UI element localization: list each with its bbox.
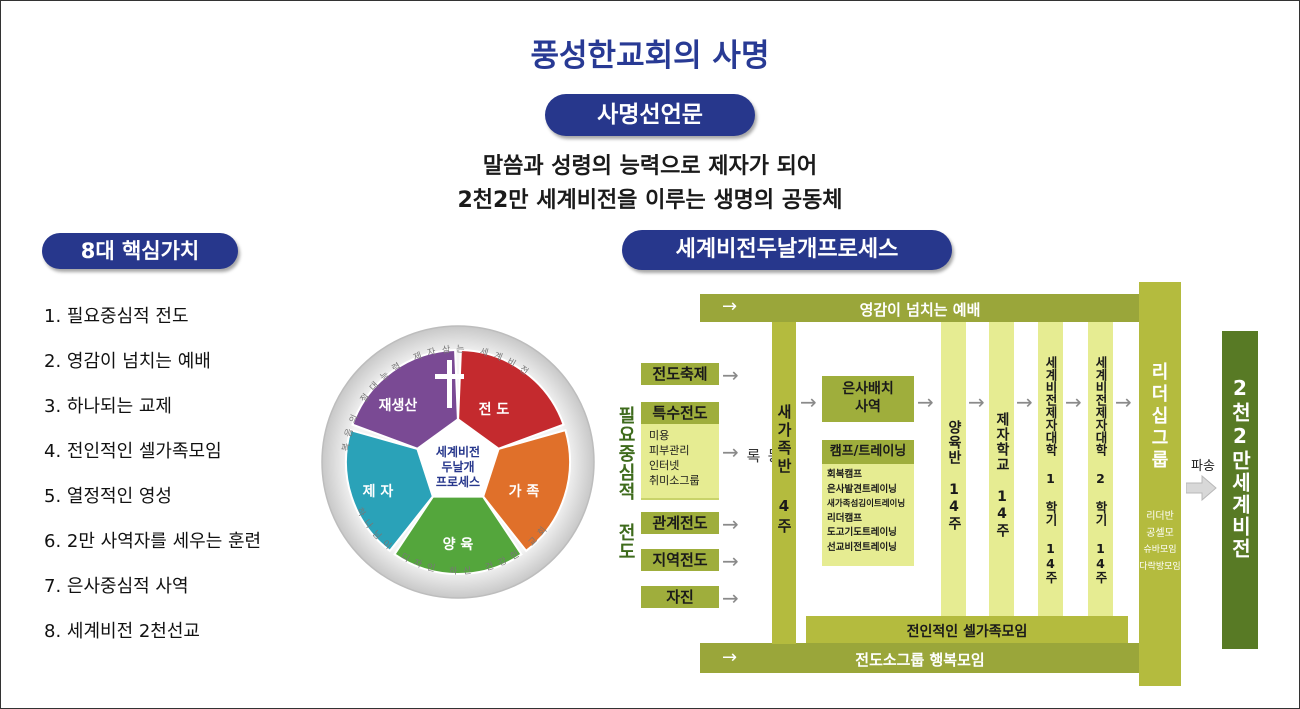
list-item: 선교비전트레이닝 bbox=[827, 541, 897, 553]
mission-line-2: 2천2만 세계비전을 이루는 생명의 공동체 bbox=[457, 188, 843, 213]
wheel-center-line-3: 프로세스 bbox=[436, 474, 480, 489]
special-evangelism-tile: 특수전도 미용 피부관리 인터넷 취미소그룹 bbox=[641, 402, 719, 500]
arrow-right-icon: → bbox=[1016, 390, 1033, 414]
segment-label-disciple: 제 자 bbox=[363, 484, 394, 500]
university-2-label: 세계비전제자대학 2 학기 14주 bbox=[1093, 356, 1108, 584]
leadership-label: 리더십그룹 bbox=[1148, 362, 1169, 472]
arrow-right-icon: → bbox=[722, 296, 738, 317]
big-arrow-icon bbox=[1186, 474, 1217, 502]
disciple-school-label: 제자학교 14주 bbox=[994, 412, 1010, 538]
value-item: 5. 열정적인 영성 bbox=[44, 486, 172, 507]
wheel-center bbox=[416, 418, 500, 498]
camp-training-list: 회복캠프 은사발견트레이닝 새가족섬김이트레이닝 리더캠프 도고기도트레이닝 선… bbox=[822, 464, 914, 555]
list-item: 은사발견트레이닝 bbox=[827, 483, 897, 495]
list-item: 슈바모임 bbox=[1143, 545, 1177, 555]
special-evangelism-title: 특수전도 bbox=[641, 402, 719, 424]
cross-icon bbox=[435, 360, 464, 408]
arrow-right-icon: → bbox=[722, 549, 739, 573]
list-item: 인터넷 bbox=[649, 459, 680, 472]
value-item: 1. 필요중심적 전도 bbox=[44, 306, 189, 327]
top-bar bbox=[700, 294, 1140, 322]
university-2-column bbox=[1088, 322, 1113, 616]
list-item: 리더반 bbox=[1146, 511, 1174, 522]
list-item: 새가족섬김이트레이닝 bbox=[827, 499, 906, 509]
evangelism-festival-tile: 전도축제 bbox=[641, 363, 719, 385]
list-item: 도고기도트레이닝 bbox=[827, 527, 897, 538]
relationship-evangelism-tile: 관계전도 bbox=[641, 512, 719, 534]
leadership-list: 리더반 공셀모 슈바모임 다락방모임 bbox=[1139, 508, 1181, 576]
mission-label: 사명선언문 bbox=[545, 94, 755, 136]
gift-ministry-tile: 은사배치 사역 bbox=[822, 376, 914, 422]
special-evangelism-list: 미용 피부관리 인터넷 취미소그룹 bbox=[641, 424, 719, 498]
new-family-label: 새가족반 4주 bbox=[775, 404, 793, 536]
regional-evangelism-tile: 지역전도 bbox=[641, 549, 719, 571]
leadership-column bbox=[1139, 282, 1181, 686]
university-1-column bbox=[1038, 322, 1063, 616]
list-item: 취미소그룹 bbox=[649, 474, 700, 487]
segment-label-evangelism: 전 도 bbox=[479, 401, 510, 418]
value-item: 3. 하나되는 교제 bbox=[44, 396, 172, 417]
nurture-column bbox=[941, 322, 966, 616]
list-item: 미용 bbox=[649, 429, 670, 442]
cell-bar bbox=[806, 616, 1128, 643]
wheel-center-line-1: 세계비전 bbox=[436, 444, 480, 459]
list-item: 회복캠프 bbox=[827, 469, 862, 480]
mission-line-1: 말씀과 성령의 능력으로 제자가 되어 bbox=[482, 154, 818, 179]
list-item: 피부관리 bbox=[649, 444, 690, 457]
arrow-right-icon: → bbox=[1065, 390, 1082, 414]
cell-bar-label: 전인적인 셀가족모임 bbox=[906, 624, 1028, 640]
bottom-bar bbox=[700, 643, 1140, 673]
bottom-bar-label: 전도소그룹 행복모임 bbox=[855, 651, 985, 669]
disciple-school-column bbox=[989, 322, 1014, 616]
segment-disciple bbox=[345, 428, 436, 553]
self-evangelism-tile: 자진 bbox=[641, 586, 719, 608]
arrow-right-icon: → bbox=[1115, 390, 1132, 414]
camp-training-title: 캠프/트레이닝 bbox=[822, 440, 914, 464]
segment-reproduce bbox=[351, 349, 460, 451]
wheel-center-line-2: 두날개 bbox=[441, 460, 474, 474]
need-based-evangelism-label: 필요중심적 전도 bbox=[615, 406, 636, 561]
arrow-right-icon: → bbox=[722, 586, 739, 610]
camp-training-tile: 캠프/트레이닝 회복캠프 은사발견트레이닝 새가족섬김이트레이닝 리더캠프 도고… bbox=[822, 440, 914, 566]
segment-label-nurture: 양 육 bbox=[443, 537, 474, 553]
list-item: 리더캠프 bbox=[827, 512, 862, 524]
value-item: 8. 세계비전 2천선교 bbox=[44, 621, 200, 642]
goal-column bbox=[1222, 331, 1258, 649]
segment-family bbox=[480, 428, 571, 553]
arrow-right-icon: → bbox=[800, 390, 817, 414]
segment-evangelism bbox=[456, 349, 565, 451]
segment-nurture bbox=[393, 493, 523, 575]
segment-label-family: 가 족 bbox=[509, 484, 540, 500]
process-wheel: 세계비전 두날개 프로세스 재생산 전 도 가 족 양 육 제 자 복음의 절대… bbox=[321, 325, 595, 599]
goal-label: 2천2만세계비전 bbox=[1228, 376, 1252, 560]
list-item: 공셀모 bbox=[1146, 528, 1174, 539]
value-item: 2. 영감이 넘치는 예배 bbox=[44, 351, 211, 372]
arrow-right-icon: → bbox=[722, 647, 738, 668]
value-item: 4. 전인적인 셀가족모임 bbox=[44, 441, 222, 462]
arrow-right-icon: → bbox=[722, 363, 739, 387]
nurture-label: 양육반 14주 bbox=[946, 420, 962, 531]
value-item: 6. 2만 사역자를 세우는 훈련 bbox=[44, 531, 262, 552]
top-bar-label: 영감이 넘치는 예배 bbox=[859, 301, 981, 319]
new-family-column bbox=[772, 322, 796, 644]
core-values-label: 8대 핵심가치 bbox=[42, 233, 238, 269]
arrow-right-icon: → bbox=[722, 440, 739, 464]
arrow-right-icon: → bbox=[968, 390, 985, 414]
value-item: 7. 은사중심적 사역 bbox=[44, 576, 189, 597]
arrow-right-icon: → bbox=[722, 512, 739, 536]
list-item: 다락방모임 bbox=[1139, 562, 1181, 572]
arrow-right-icon: → bbox=[917, 390, 934, 414]
page-title: 풍성한교회의 사명 bbox=[530, 38, 770, 74]
university-1-label: 세계비전제자대학 1 학기 14주 bbox=[1043, 356, 1058, 584]
send-label: 파송 bbox=[1191, 459, 1215, 474]
process-label: 세계비전두날개프로세스 bbox=[622, 230, 952, 270]
segment-label-reproduce: 재생산 bbox=[379, 397, 418, 414]
